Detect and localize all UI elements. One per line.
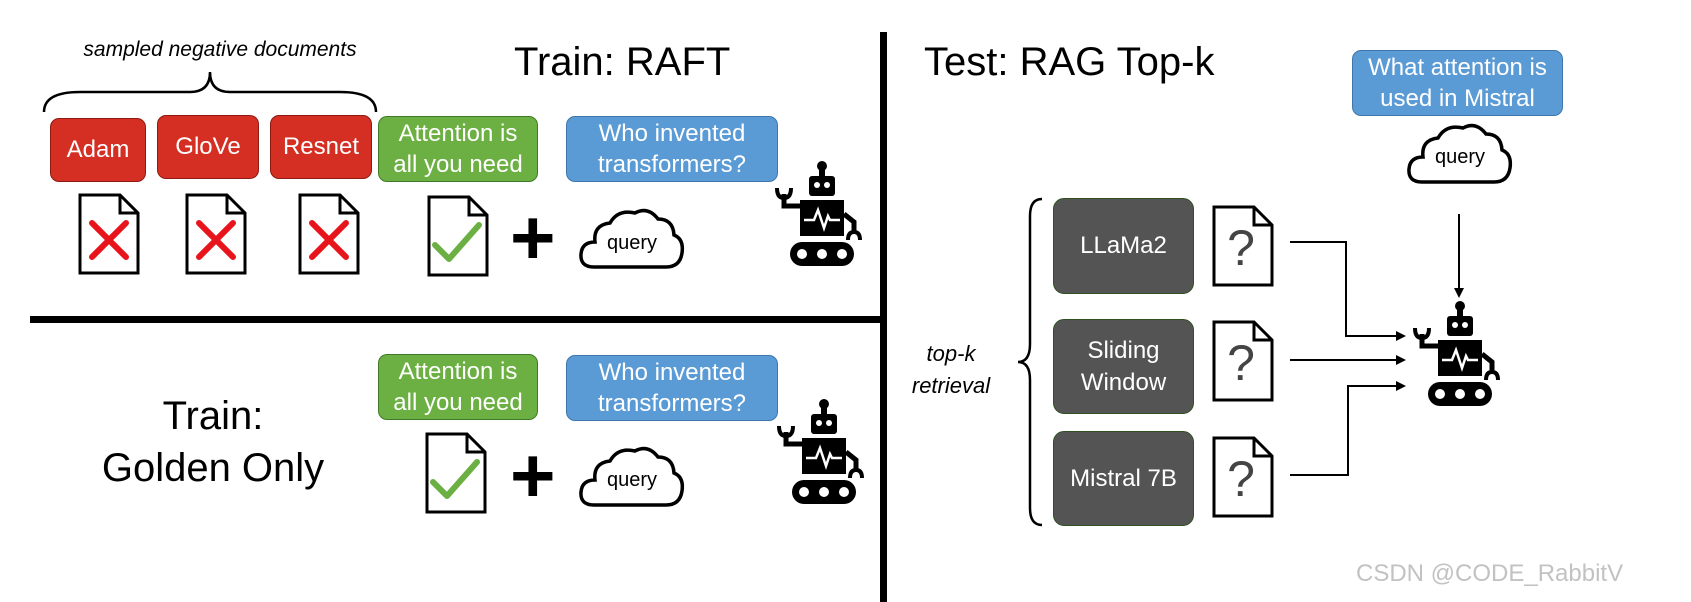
retrieval-label: top-k retrieval	[911, 341, 991, 398]
rejected-document-icon	[78, 193, 140, 275]
negative-doc-label: Adam	[50, 118, 146, 182]
cloud-icon	[1407, 123, 1513, 184]
question-label: What attention is used in Mistral	[1352, 50, 1563, 116]
unknown-document-icon	[1212, 436, 1274, 518]
query-label: query	[606, 469, 658, 491]
golden-doc-label: Attention is all you need	[378, 354, 538, 420]
unknown-document-icon	[1212, 320, 1274, 402]
negative-doc-label: GloVe	[157, 115, 259, 179]
rejected-document-icon	[185, 193, 247, 275]
test-title: Test: RAG Top-k	[924, 40, 1215, 84]
unknown-mark: ?	[1227, 335, 1255, 391]
robot-icon	[775, 161, 862, 266]
query-label: query	[1434, 146, 1486, 168]
golden-only-title: Train: Golden Only	[98, 390, 328, 494]
arrow	[1290, 241, 1406, 341]
golden-doc-label: Attention is all you need	[378, 116, 538, 182]
robot-icon	[777, 399, 864, 504]
horizontal-divider	[30, 316, 885, 323]
cloud-icon	[579, 446, 685, 507]
raft-title: Train: RAFT	[514, 40, 731, 84]
plus-sign: +	[510, 431, 556, 519]
unknown-mark: ?	[1227, 220, 1255, 276]
question-label: Who invented transformers?	[566, 116, 778, 182]
watermark: CSDN @CODE_RabbitV	[1356, 560, 1624, 587]
rejected-document-icon	[298, 193, 360, 275]
query-label: query	[606, 232, 658, 254]
retrieved-doc-label: Sliding Window	[1053, 319, 1194, 414]
retrieved-doc-label: Mistral 7B	[1053, 431, 1194, 526]
retrieved-doc-label: LLaMa2	[1053, 198, 1194, 294]
question-label: Who invented transformers?	[566, 355, 778, 421]
plus-sign: +	[510, 193, 556, 281]
negatives-label: sampled negative documents	[83, 38, 357, 61]
negative-doc-label: Resnet	[270, 115, 372, 179]
curly-brace-icon	[1017, 197, 1043, 527]
golden-document-icon	[427, 195, 489, 277]
cloud-icon	[579, 208, 685, 269]
golden-document-icon	[425, 432, 487, 514]
unknown-document-icon	[1212, 205, 1274, 287]
golden-only-title-line1: Train:	[162, 394, 264, 438]
curly-brace-icon	[42, 71, 378, 113]
golden-only-title-line2: Golden Only	[101, 446, 325, 490]
unknown-mark: ?	[1227, 451, 1255, 507]
arrow	[1290, 381, 1406, 476]
robot-icon	[1413, 301, 1500, 406]
